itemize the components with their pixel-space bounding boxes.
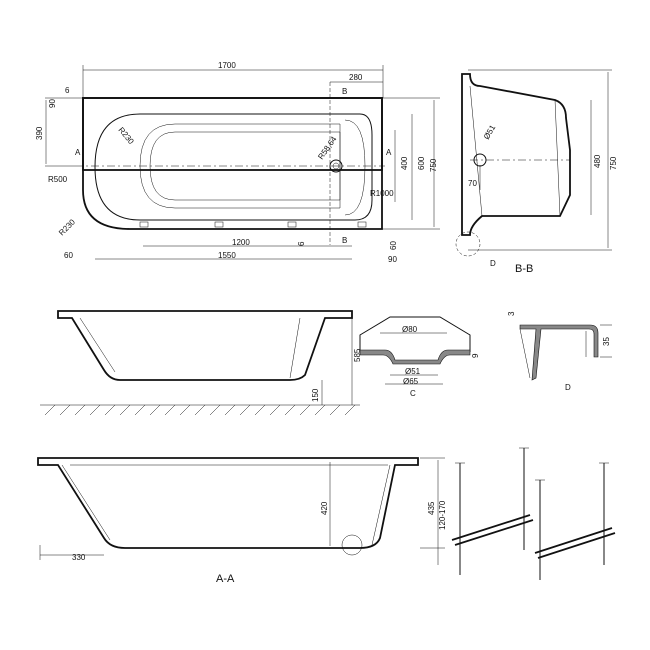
dim-750: 750 xyxy=(429,158,438,172)
section-b-bottom: B xyxy=(342,236,347,245)
dim-70: 70 xyxy=(468,179,477,188)
dim-legs: 120-170 xyxy=(438,500,447,530)
section-bb: Ø51 70 480 750 D B-B xyxy=(455,69,618,275)
dim-390: 390 xyxy=(35,126,44,140)
dim-90: 90 xyxy=(48,99,57,108)
dim-280: 280 xyxy=(349,73,363,82)
leg-frames xyxy=(451,447,616,580)
dim-585: 585 xyxy=(353,348,362,362)
dim-1200: 1200 xyxy=(232,238,250,247)
dim-3: 3 xyxy=(507,311,516,316)
section-aa: 420 435 120-170 330 A-A xyxy=(37,457,447,585)
detail-c-title: C xyxy=(410,389,416,398)
dim-1700: 1700 xyxy=(218,61,236,70)
detail-c: Ø80 Ø51 Ø65 9 C xyxy=(359,316,480,398)
section-a-left: A xyxy=(75,148,81,157)
section-bb-title: B-B xyxy=(515,263,533,275)
dim-35: 35 xyxy=(602,337,611,346)
section-a-right: A xyxy=(386,148,392,157)
dim-r230-top: R230 xyxy=(116,126,136,147)
dim-dia-51: Ø51 xyxy=(405,367,421,376)
dim-r-drain: R58,64 xyxy=(316,134,338,161)
dim-r230-bottom: R230 xyxy=(57,217,77,237)
dim-dia-65: Ø65 xyxy=(403,377,419,386)
dim-150: 150 xyxy=(311,388,320,402)
detail-d: 3 35 D xyxy=(507,311,612,392)
dim-dia-80: Ø80 xyxy=(402,325,418,334)
section-aa-title: A-A xyxy=(216,573,235,585)
tub-outline xyxy=(82,97,383,230)
dim-90-right: 90 xyxy=(388,255,397,264)
dim-60-right: 60 xyxy=(389,241,398,250)
dim-9: 9 xyxy=(471,353,480,358)
detail-d-title: D xyxy=(565,383,571,392)
dim-750-bb: 750 xyxy=(609,156,618,170)
tub-rim-inner xyxy=(94,113,373,221)
dim-60-left: 60 xyxy=(64,251,73,260)
dim-480: 480 xyxy=(593,154,602,168)
section-b-top: B xyxy=(342,87,347,96)
side-view: 585 150 xyxy=(40,310,362,416)
dim-1550: 1550 xyxy=(218,251,236,260)
dim-420: 420 xyxy=(320,501,329,515)
dim-600: 600 xyxy=(417,156,426,170)
dim-r500: R500 xyxy=(48,175,68,184)
dim-330: 330 xyxy=(72,553,86,562)
dim-r1000: R1000 xyxy=(370,189,394,198)
dim-drain-dia: Ø51 xyxy=(482,123,498,141)
detail-d-ref: D xyxy=(490,259,496,268)
ground-hatch xyxy=(44,404,356,416)
dim-435: 435 xyxy=(427,501,436,515)
top-view: 1700 280 6 90 390 A A R500 R230 R230 R58… xyxy=(35,61,440,264)
dim-400: 400 xyxy=(400,156,409,170)
dim-6: 6 xyxy=(65,86,70,95)
dim-6-feet: 6 xyxy=(297,241,306,246)
